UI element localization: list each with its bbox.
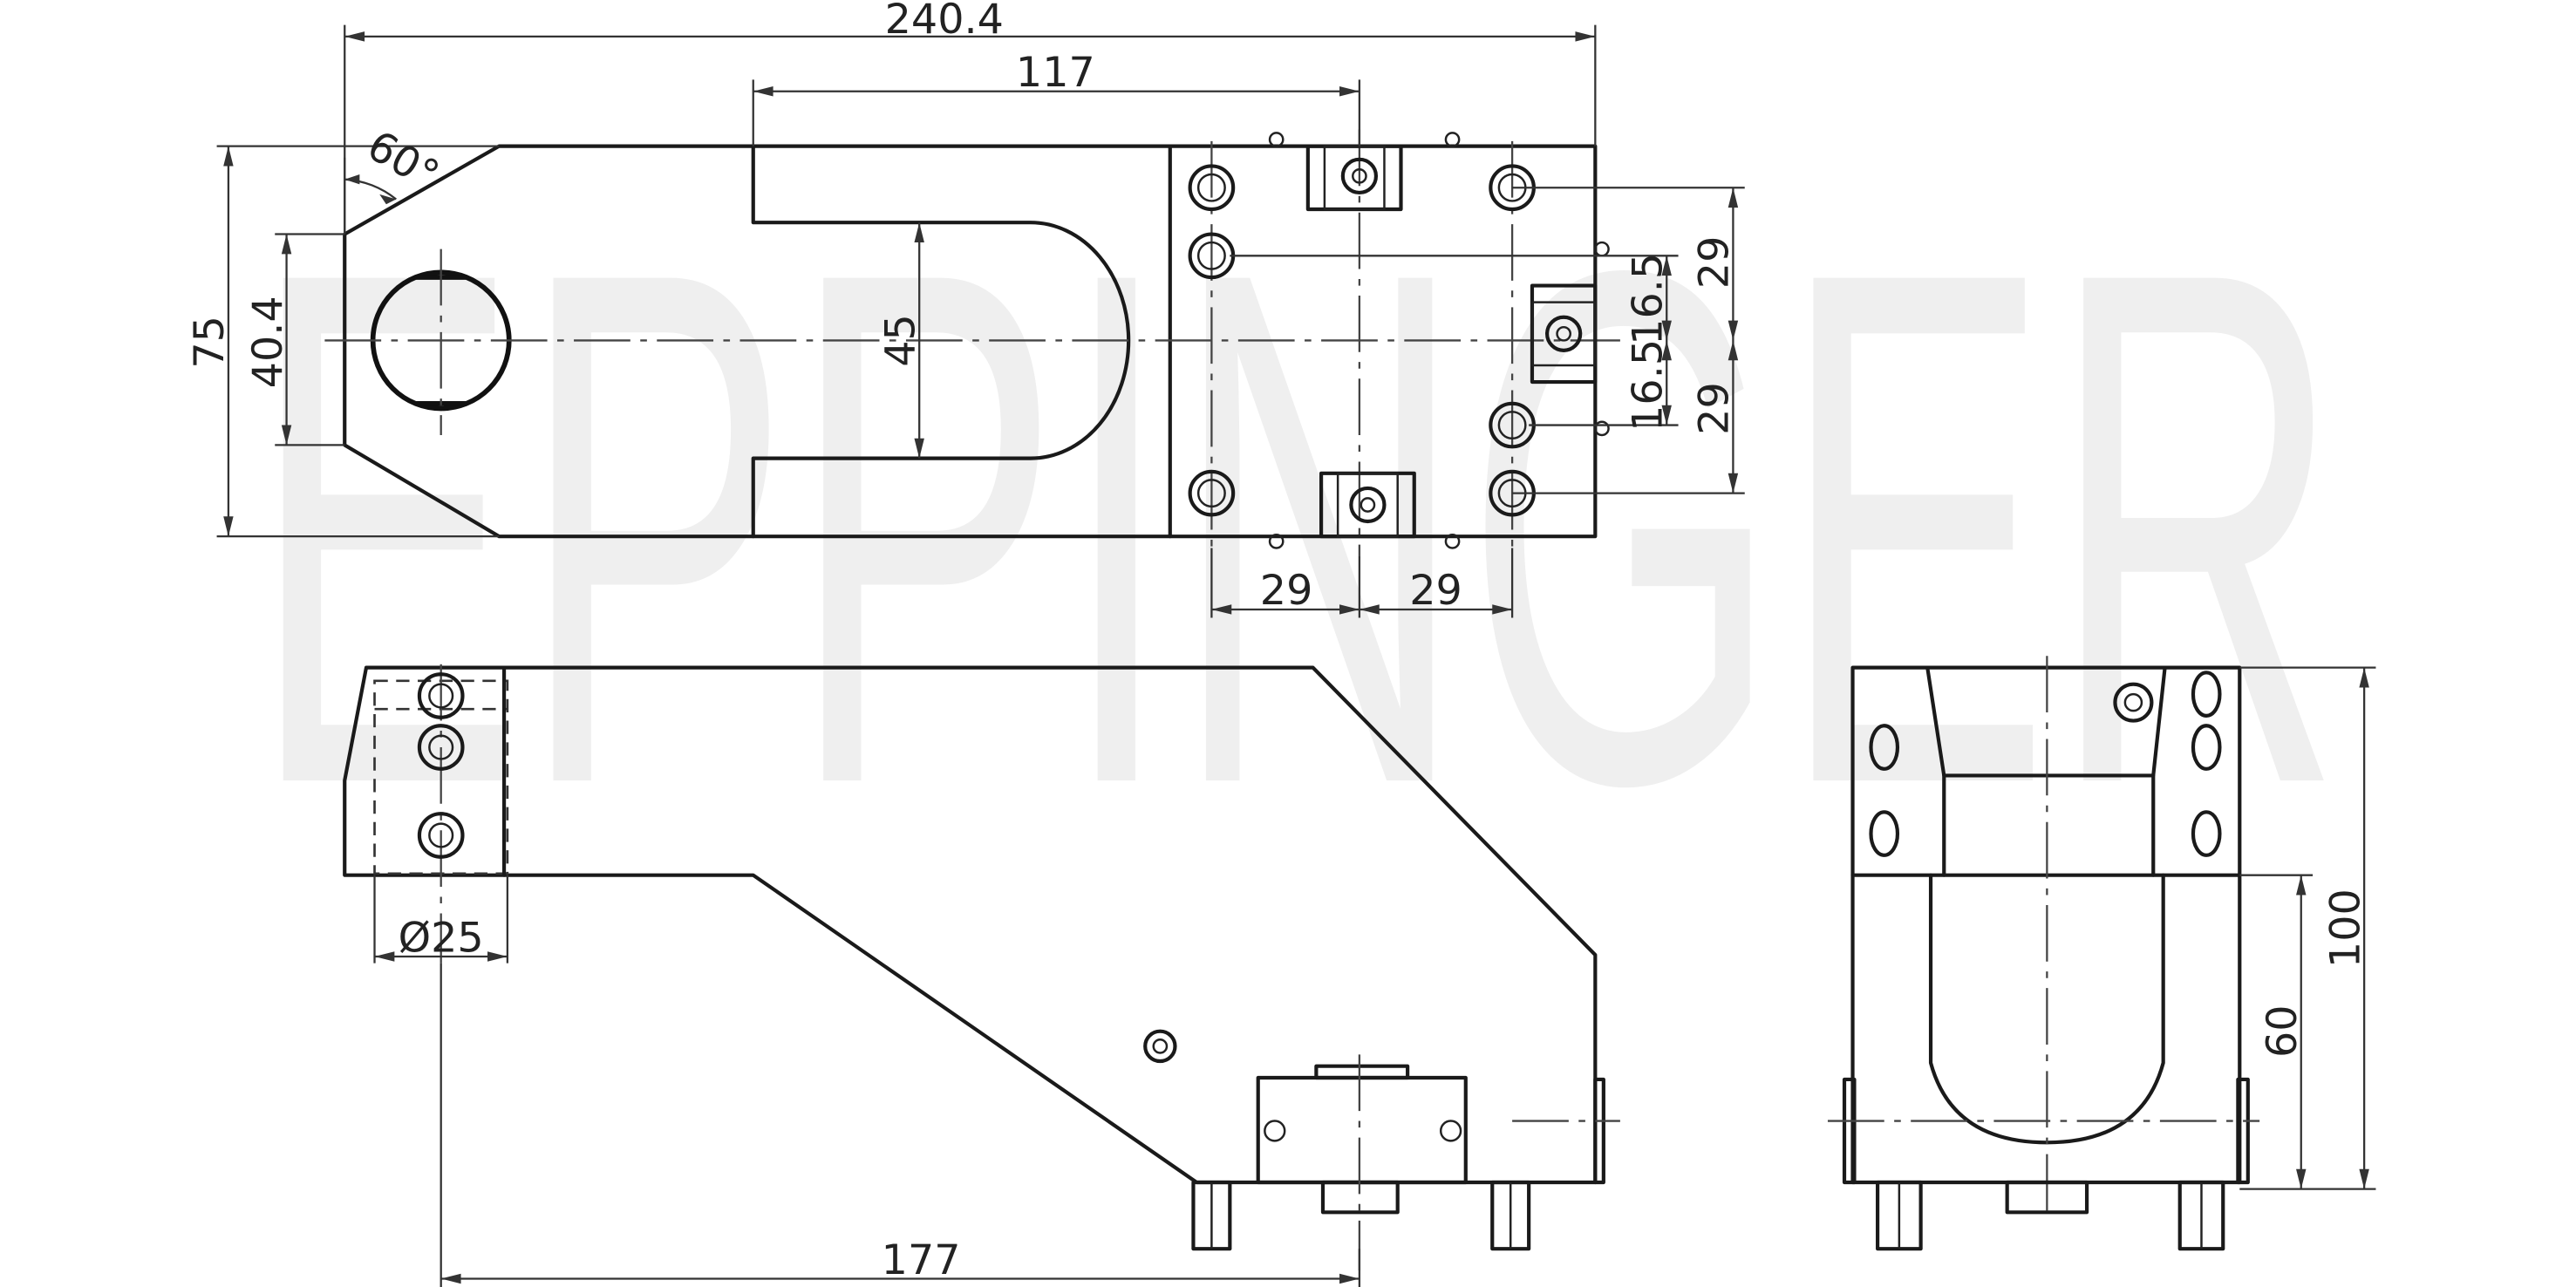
dim-29-lower: 29: [1691, 382, 1739, 435]
front-view: [1827, 656, 2376, 1251]
watermark-text: EPPINGER: [250, 119, 2343, 936]
dim-45: 45: [876, 314, 924, 367]
top-screws: [1188, 164, 1536, 517]
dim-60: 60: [2259, 1004, 2307, 1058]
dim-177: 177: [882, 1236, 961, 1284]
side-view: [343, 664, 1620, 1287]
front-holes: [1869, 671, 2222, 857]
dim-100: 100: [2321, 889, 2369, 968]
dim-75: 75: [186, 316, 234, 369]
dim-29-left: 29: [1260, 567, 1313, 615]
dim-16-5-upper: 16.5: [1625, 253, 1673, 345]
top-view: [216, 24, 1745, 618]
dimension-labels: 240.4 117 60° 75 40.4 45 29 29 16.5 16.5…: [186, 0, 2369, 1284]
dim-29-right: 29: [1409, 567, 1462, 615]
top-clamps: [1268, 132, 1610, 549]
side-clamp: [1191, 1054, 1620, 1270]
front-base: [1827, 1077, 2260, 1251]
dim-117: 117: [1016, 49, 1095, 97]
dim-diameter-25: Ø25: [399, 914, 484, 962]
dim-16-5-lower: 16.5: [1625, 339, 1673, 432]
dim-40-4: 40.4: [244, 296, 292, 388]
dim-240-4: 240.4: [885, 0, 1004, 44]
dim-29-upper: 29: [1691, 236, 1739, 289]
side-screws: [417, 672, 1177, 1064]
